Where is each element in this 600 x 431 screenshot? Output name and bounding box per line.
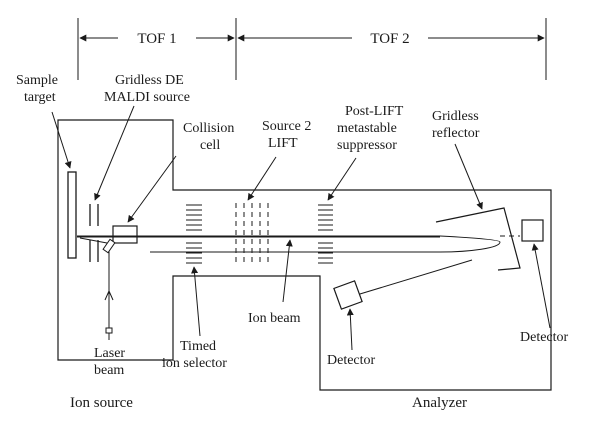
maldi-source-leader (94, 105, 135, 201)
gridless-de-label-2: MALDI source (104, 90, 190, 105)
detector-bottom (333, 280, 363, 310)
gridless-reflector-label-2: reflector (432, 126, 480, 141)
ion-beam-label: Ion beam (248, 311, 301, 326)
tof1-label: TOF 1 (137, 31, 176, 47)
postlift-label-1: Post-LIFT (345, 104, 404, 119)
postlift-label-3: suppressor (337, 138, 397, 153)
timed-ion-selector (186, 204, 202, 264)
collision-label-1: Collision (183, 121, 234, 136)
sample-target-leader (51, 111, 72, 169)
gridless-reflector (435, 207, 521, 271)
postlift-leader (327, 157, 357, 201)
ion-source-label: Ion source (70, 395, 133, 411)
source2-label-2: LIFT (268, 136, 298, 151)
reflected-beam-to-detector (349, 259, 473, 298)
ion-beam-path (77, 235, 520, 253)
source2-leader (247, 156, 277, 201)
detector-right-label: Detector (520, 330, 569, 345)
laser-label-2: beam (94, 363, 124, 378)
gridless-de-label-1: Gridless DE (115, 73, 184, 88)
collision-cell-leader (127, 155, 177, 223)
postlift-label-2: metastable (337, 121, 397, 136)
tof-dimension-bar: TOF 1 TOF 2 (77, 18, 547, 80)
timed-selector-label-2: ion selector (162, 356, 227, 371)
gridless-reflector-label-1: Gridless (432, 109, 479, 124)
post-lift-suppressor (318, 204, 333, 264)
detector-bottom-leader (346, 308, 354, 351)
sample-target-label-1: Sample (16, 73, 58, 88)
reflector-leader (454, 143, 483, 210)
detector-right (521, 219, 544, 242)
laser-arrow-icon (104, 289, 114, 301)
source2-label-1: Source 2 (262, 119, 311, 134)
collision-label-2: cell (200, 138, 220, 153)
collision-cell (112, 225, 138, 244)
laser-label-1: Laser (94, 346, 125, 361)
leader-arrows (51, 105, 551, 351)
laser-window (105, 327, 113, 334)
sample-target (67, 171, 77, 259)
ion-beam-leader (282, 239, 293, 303)
laser-mirror (102, 238, 116, 254)
tof2-label: TOF 2 (370, 31, 409, 47)
timed-selector-leader (191, 266, 201, 337)
analyzer-label: Analyzer (412, 395, 467, 411)
detector-right-leader (531, 243, 551, 329)
maldi-source-electrodes (89, 204, 99, 262)
detector-bottom-label: Detector (327, 353, 376, 368)
sample-target-label-2: target (24, 90, 56, 105)
laser-beam (79, 237, 116, 340)
timed-selector-label-1: Timed (180, 339, 216, 354)
instrument-housing (57, 119, 552, 391)
lift-source-2 (235, 203, 269, 265)
